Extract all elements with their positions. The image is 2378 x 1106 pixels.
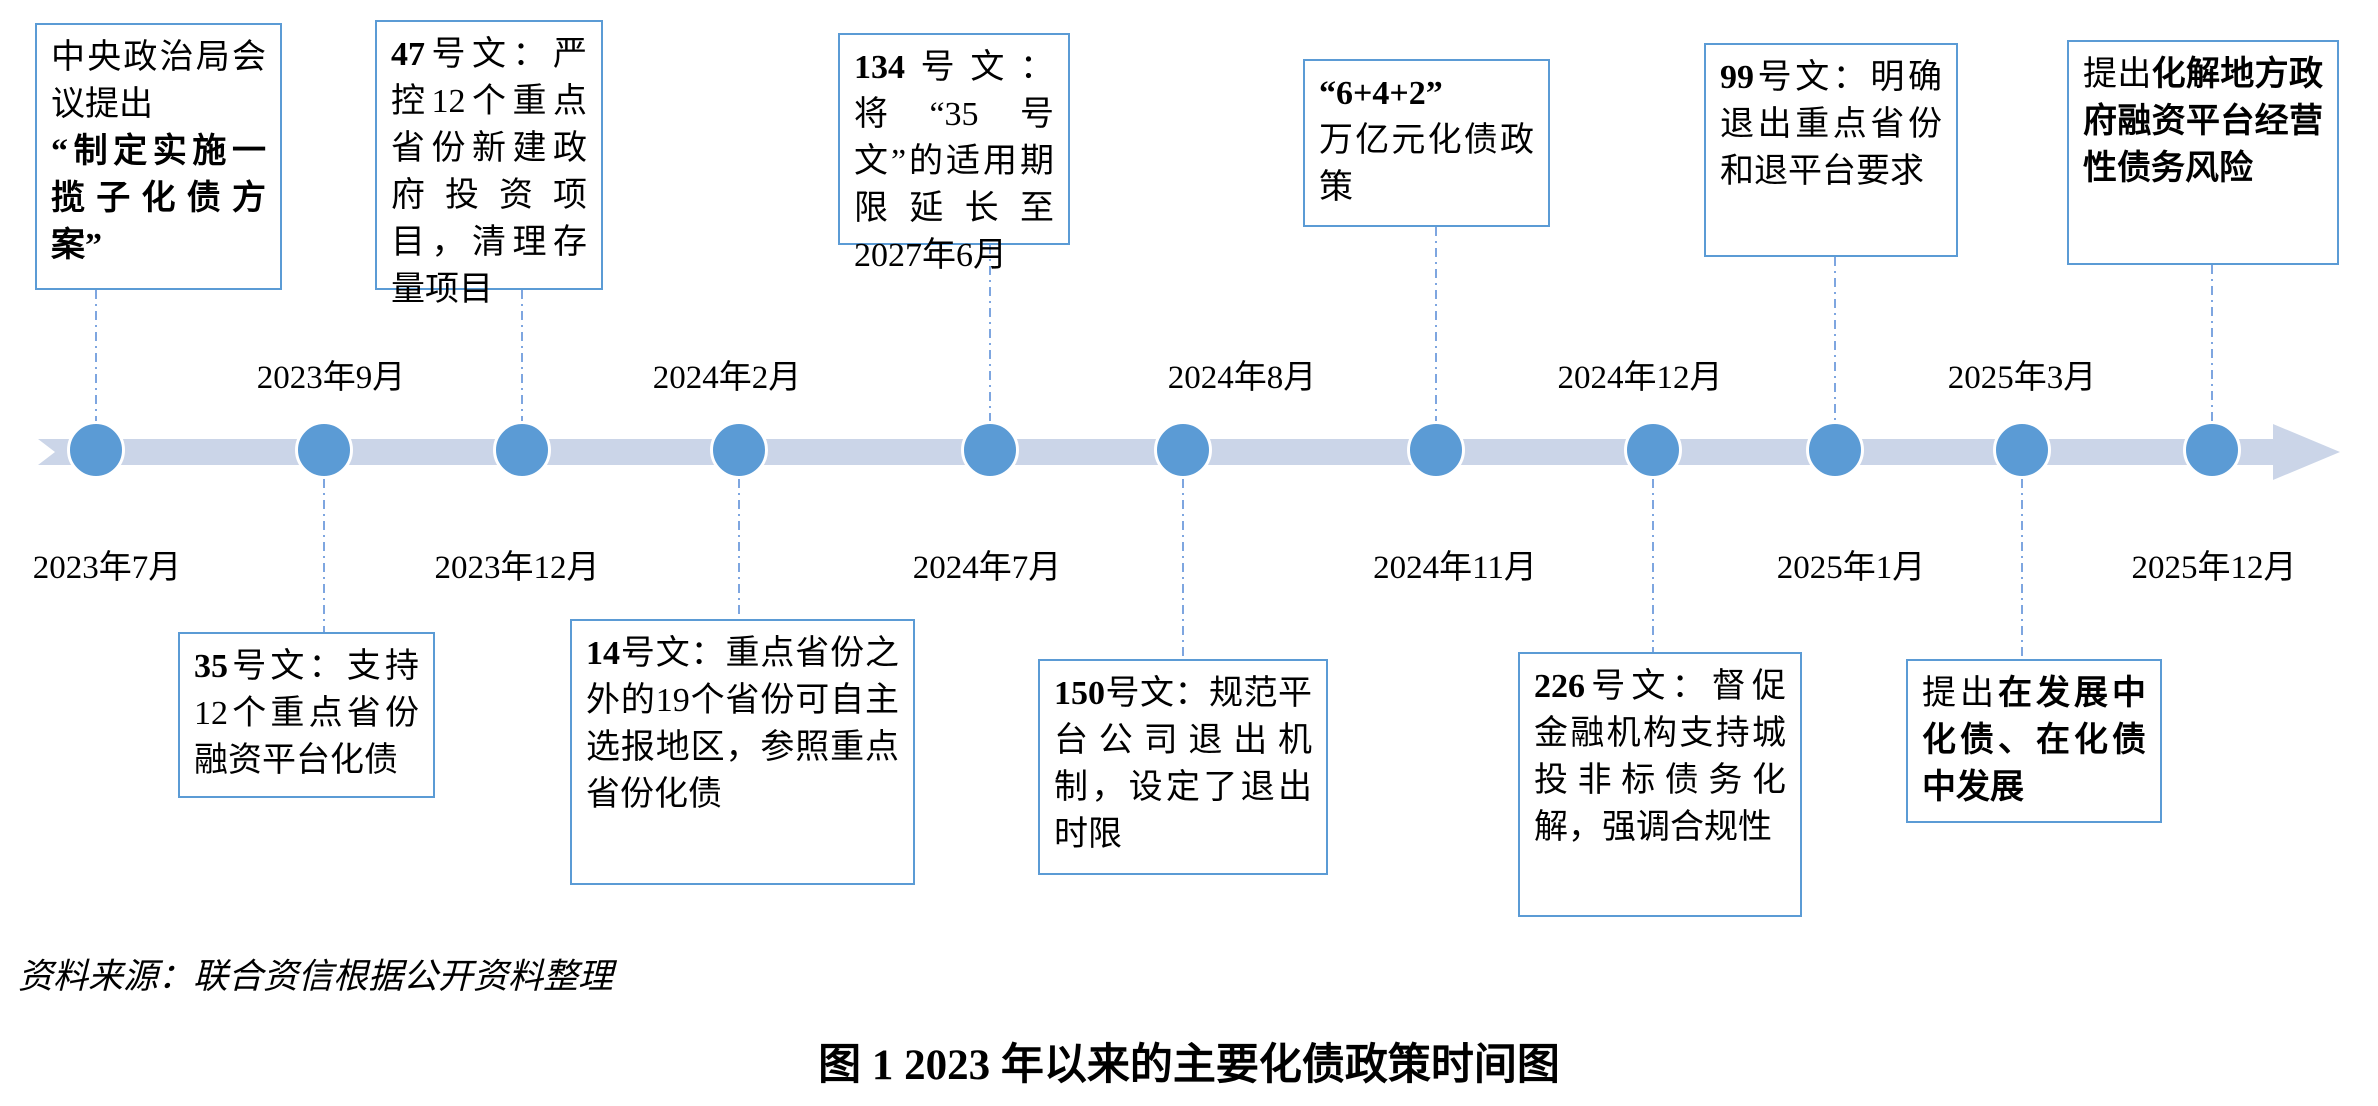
policy-text: 号文：支持12个重点省份融资平台化债 [194, 648, 419, 779]
policy-text: 提出 [1922, 675, 1998, 712]
policy-doc-number: 99 [1720, 59, 1754, 96]
policy-doc-number: “6+4+2” [1319, 75, 1443, 112]
policy-doc-number: 47 [391, 36, 425, 73]
date-label: 2025年12月 [2131, 550, 2297, 586]
policy-doc-number: 14 [586, 635, 620, 672]
connector-line [1182, 479, 1184, 659]
timeline-node [710, 421, 768, 479]
connector-line [323, 479, 325, 632]
policy-text-bold: “制定实施一揽子化债方案” [51, 132, 266, 264]
policy-box-doc47: 47号文：严控12个重点省份新建政府投资项目，清理存量项目 [375, 20, 603, 308]
date-label: 2024年2月 [652, 360, 802, 396]
date-label: 2024年11月 [1373, 550, 1537, 586]
policy-box-doc150: 150号文：规范平台公司退出机制，设定了退出时限 [1038, 659, 1328, 875]
timeline-node [1806, 421, 1864, 479]
policy-box-6-4-2: “6+4+2” 万亿元化债政策 [1303, 59, 1550, 227]
connector-line [2021, 479, 2023, 659]
connector-line [1834, 257, 1836, 421]
policy-text: 提出 [2083, 56, 2152, 93]
policy-box-operating-debt-risk: 提出化解地方政府融资平台经营性债务风险 [2067, 40, 2339, 265]
date-label: 2023年9月 [256, 360, 406, 396]
date-label: 2024年7月 [912, 550, 1062, 586]
connector-line [521, 290, 523, 421]
policy-text: 号文：严控12个重点省份新建政府投资项目，清理存量项目 [391, 36, 587, 308]
timeline-node [67, 421, 125, 479]
connector-line [1652, 479, 1654, 652]
date-label: 2025年1月 [1776, 550, 1926, 586]
policy-text: 号文：将“35号文”的适用期限延长至2027年6月 [854, 49, 1054, 274]
policy-text: 号文：督促金融机构支持城投非标债务化解，强调合规性 [1534, 668, 1786, 846]
timeline-node [961, 421, 1019, 479]
connector-line [989, 245, 991, 421]
policy-text: 万亿元化债政策 [1319, 121, 1534, 206]
policy-box-doc14: 14号文：重点省份之外的19个省份可自主选报地区，参照重点省份化债 [570, 619, 915, 885]
timeline-node [2183, 421, 2241, 479]
figure-caption: 图 1 2023 年以来的主要化债政策时间图 [818, 1042, 1560, 1089]
timeline-node [1624, 421, 1682, 479]
policy-doc-number: 226 [1534, 668, 1585, 705]
policy-text: 中央政治局会议提出 [51, 39, 266, 123]
policy-box-doc35: 35号文：支持12个重点省份融资平台化债 [178, 632, 435, 798]
connector-line [1435, 227, 1437, 421]
connector-line [95, 290, 97, 421]
connector-line [738, 479, 740, 619]
policy-text-bold: 在发展中化债、在化债中发展 [1922, 675, 2146, 806]
policy-doc-number: 150 [1054, 675, 1105, 712]
timeline-node [1407, 421, 1465, 479]
policy-text: 号文：明确退出重点省份和退平台要求 [1720, 59, 1942, 190]
policy-doc-number: 134 [854, 49, 905, 86]
policy-text: 号文：重点省份之外的19个省份可自主选报地区，参照重点省份化债 [586, 635, 899, 813]
timeline-node [295, 421, 353, 479]
policy-text-bold: 化解地方政府融资平台经营性债务风险 [2083, 56, 2324, 187]
source-note: 资料来源：联合资信根据公开资料整理 [18, 957, 614, 996]
date-label: 2023年7月 [32, 550, 182, 586]
policy-box-doc99: 99号文：明确退出重点省份和退平台要求 [1704, 43, 1958, 257]
policy-box-doc226: 226号文：督促金融机构支持城投非标债务化解，强调合规性 [1518, 652, 1802, 917]
policy-box-doc134: 134号文：将“35号文”的适用期限延长至2027年6月 [838, 33, 1070, 274]
timeline-node [493, 421, 551, 479]
policy-box-politburo: 中央政治局会议提出 “制定实施一揽子化债方案” [35, 23, 282, 290]
policy-text: 号文：规范平台公司退出机制，设定了退出时限 [1054, 675, 1312, 853]
policy-box-develop-resolve: 提出在发展中化债、在化债中发展 [1906, 659, 2162, 823]
timeline-node [1154, 421, 1212, 479]
policy-doc-number: 35 [194, 648, 228, 685]
date-label: 2025年3月 [1947, 360, 2097, 396]
date-label: 2024年8月 [1167, 360, 1317, 396]
date-label: 2024年12月 [1557, 360, 1723, 396]
date-label: 2023年12月 [434, 550, 600, 586]
connector-line [2211, 265, 2213, 421]
timeline-node [1993, 421, 2051, 479]
